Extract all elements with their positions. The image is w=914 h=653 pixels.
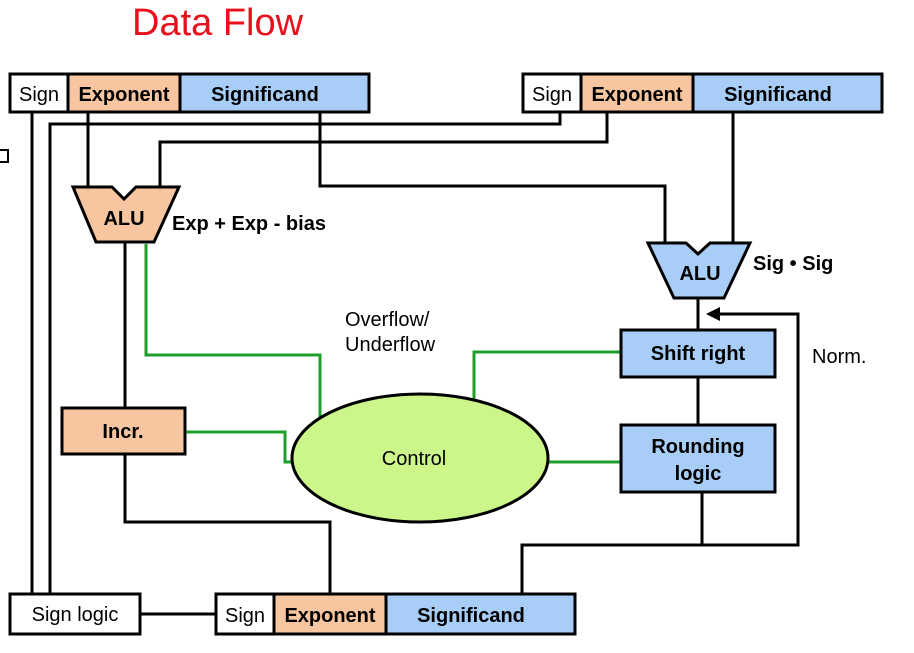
input-register-b: Sign Exponent Significand [521,72,884,114]
output-register: Sign Exponent Significand [214,592,577,636]
control-wires [144,244,622,464]
incr-block: Incr. [60,406,187,456]
reg-a-exponent-label: Exponent [78,84,169,106]
reg-a-sign-label: Sign [19,84,59,106]
sig-alu-note: Sig • Sig [753,253,833,275]
sign-logic-block: Sign logic [8,592,142,636]
significand-alu: ALU [645,241,753,300]
reg-b-exponent-label: Exponent [591,84,682,106]
rounding-label-line1: Rounding [651,436,744,458]
out-sign-label: Sign [225,605,265,627]
out-significand-label: Significand [417,605,525,627]
shift-right-block: Shift right [619,328,777,379]
exponent-alu: ALU [70,185,182,244]
sig-alu-label: ALU [679,263,720,285]
sign-logic-label: Sign logic [32,604,119,626]
data-wires [30,112,800,616]
overflow-label-line1: Overflow/ [345,309,430,331]
reg-b-significand-field [691,72,884,114]
reg-a-significand-label: Significand [211,84,319,106]
norm-arrowhead [706,307,720,321]
reg-b-sign-label: Sign [532,84,572,106]
out-exponent-field [272,592,388,636]
rounding-logic-block: Rounding logic [619,423,777,494]
rounding-label-line2: logic [675,463,722,485]
edge-mark [0,149,9,163]
diagram-title: Data Flow [132,2,304,44]
out-significand-field [384,592,577,636]
input-register-a: Sign Exponent Significand [8,72,371,114]
exp-alu-note: Exp + Exp - bias [172,213,326,235]
out-exponent-label: Exponent [284,605,375,627]
reg-a-significand-field [178,72,371,114]
reg-b-significand-label: Significand [724,84,832,106]
norm-label: Norm. [812,346,866,368]
incr-label: Incr. [102,421,143,443]
exp-alu-label: ALU [103,208,144,230]
shift-right-label: Shift right [651,343,746,365]
control-unit: Control [290,392,550,524]
overflow-label-line2: Underflow [345,334,436,356]
control-label: Control [382,448,446,470]
